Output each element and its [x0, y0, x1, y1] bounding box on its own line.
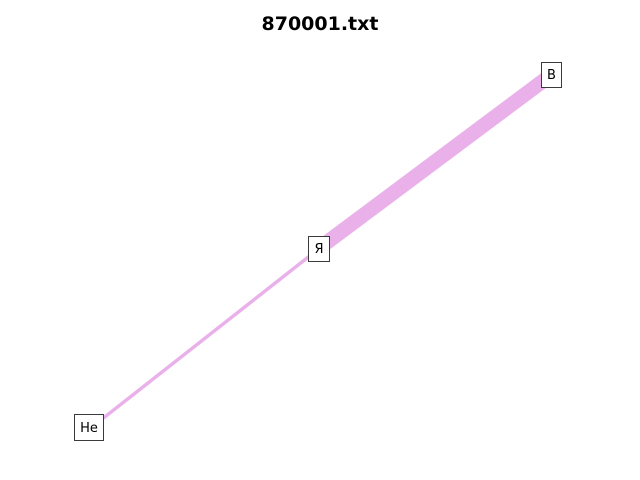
edge-ya-b — [313, 69, 556, 255]
node-b: B — [541, 62, 562, 88]
node-he-label: He — [80, 421, 98, 436]
node-b-box — [541, 62, 562, 88]
node-he-box — [74, 414, 104, 441]
node-b-label: B — [547, 68, 556, 83]
node-ya: Я — [308, 236, 330, 262]
node-ya-box — [308, 236, 330, 262]
edges-layer — [88, 69, 556, 431]
chart-title: 870001.txt — [262, 13, 379, 35]
node-he: He — [74, 414, 104, 441]
edge-he-ya — [88, 247, 320, 431]
nodes-layer: He Я B — [74, 62, 562, 441]
node-ya-label: Я — [314, 242, 323, 257]
